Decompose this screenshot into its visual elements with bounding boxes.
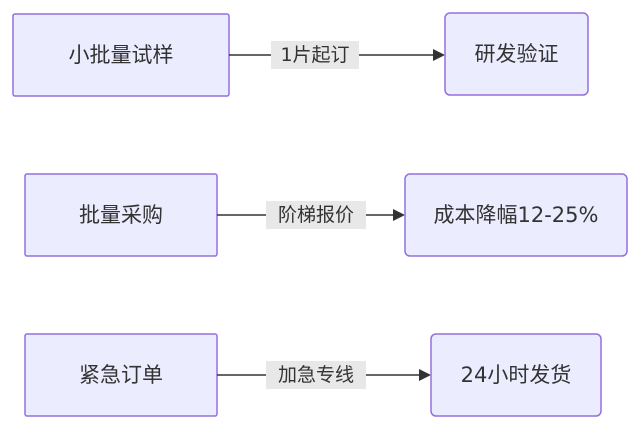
- edge-label-text: 加急专线: [278, 364, 354, 386]
- edge-label-text: 阶梯报价: [278, 204, 354, 226]
- source-node-label: 小批量试样: [69, 43, 174, 67]
- arrow-head-icon: [433, 49, 445, 61]
- source-node-2[interactable]: 批量采购: [24, 173, 218, 257]
- source-node-1[interactable]: 小批量试样: [12, 13, 230, 97]
- target-node-label: 24小时发货: [461, 363, 572, 387]
- source-node-label: 紧急订单: [79, 363, 163, 387]
- target-node-3[interactable]: 24小时发货: [430, 333, 602, 417]
- flow-row-3: 紧急订单 加急专线 24小时发货: [24, 333, 602, 417]
- arrow-head-icon: [393, 209, 405, 221]
- target-node-2[interactable]: 成本降幅12-25%: [404, 173, 628, 257]
- arrow-head-icon: [419, 369, 431, 381]
- source-node-label: 批量采购: [79, 203, 163, 227]
- edge-label-1: 1片起订: [271, 41, 359, 69]
- target-node-label: 成本降幅12-25%: [434, 203, 599, 227]
- flow-row-2: 批量采购 阶梯报价 成本降幅12-25%: [24, 173, 628, 257]
- target-node-1[interactable]: 研发验证: [444, 12, 589, 96]
- target-node-label: 研发验证: [475, 42, 559, 66]
- flow-row-1: 小批量试样 1片起订 研发验证: [12, 12, 589, 97]
- edge-label-3: 加急专线: [266, 361, 366, 389]
- source-node-3[interactable]: 紧急订单: [24, 333, 218, 417]
- edge-label-text: 1片起订: [280, 44, 349, 66]
- edge-label-2: 阶梯报价: [266, 201, 366, 229]
